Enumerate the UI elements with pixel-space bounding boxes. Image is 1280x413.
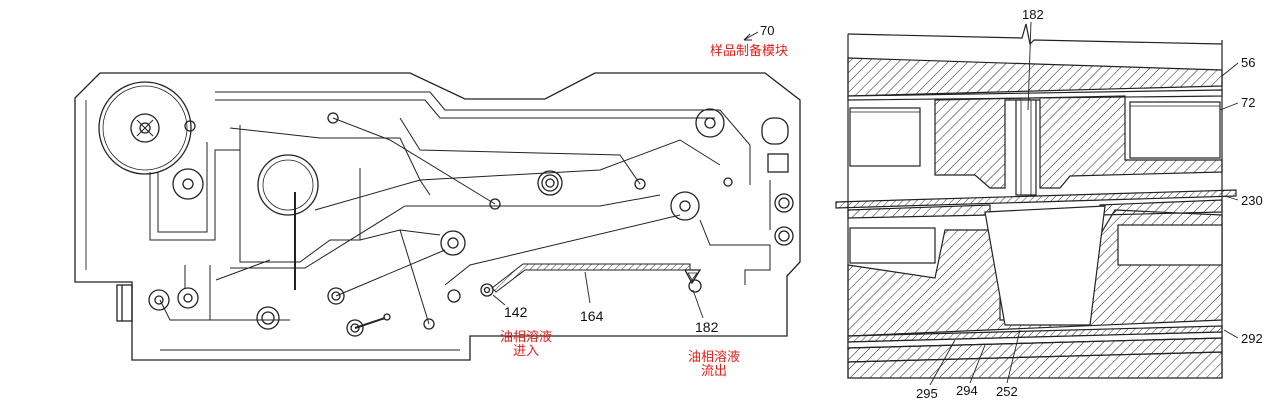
ref-72-label: 72 [1241, 95, 1256, 110]
oil-outlet-label: 油相溶液 流出 [688, 350, 740, 378]
module-title-label: 样品制备模块 [710, 43, 789, 58]
rotor-outer [98, 81, 192, 175]
inlet-port-142 [480, 283, 494, 297]
ref-70-label: 70 [760, 23, 775, 38]
side-connector [116, 284, 133, 322]
oil-outlet-line2: 流出 [701, 363, 728, 378]
sample-prep-module-drawing [74, 31, 801, 361]
body-upper [934, 95, 1223, 189]
ref-252-label: 252 [996, 384, 1018, 399]
ref-292-label: 292 [1241, 331, 1263, 346]
module-outline [74, 72, 801, 361]
outlet-port-182 [683, 269, 702, 285]
chamber-252 [984, 205, 1106, 326]
top-plate-56 [847, 57, 1223, 97]
ref-182-left-label: 182 [695, 319, 719, 335]
main-reservoir [257, 154, 319, 216]
oil-inlet-line1: 油相溶液 [500, 329, 553, 344]
ref-56-label: 56 [1241, 55, 1256, 70]
rotor-center-icon [130, 113, 160, 143]
film-230 [835, 189, 1237, 209]
ref-182-right-label: 182 [1022, 7, 1044, 22]
ref-295-label: 295 [916, 386, 938, 401]
oil-inlet-label: 油相溶液 进入 [500, 330, 552, 358]
cross-section-drawing [835, 21, 1239, 386]
channel-164 [491, 263, 691, 293]
oil-outlet-line1: 油相溶液 [688, 349, 741, 364]
ref-164-label: 164 [580, 308, 604, 324]
ref-142-label: 142 [504, 304, 528, 320]
ref-294-label: 294 [956, 383, 978, 398]
oil-inlet-line2: 进入 [513, 343, 540, 358]
ref-230-label: 230 [1241, 193, 1263, 208]
